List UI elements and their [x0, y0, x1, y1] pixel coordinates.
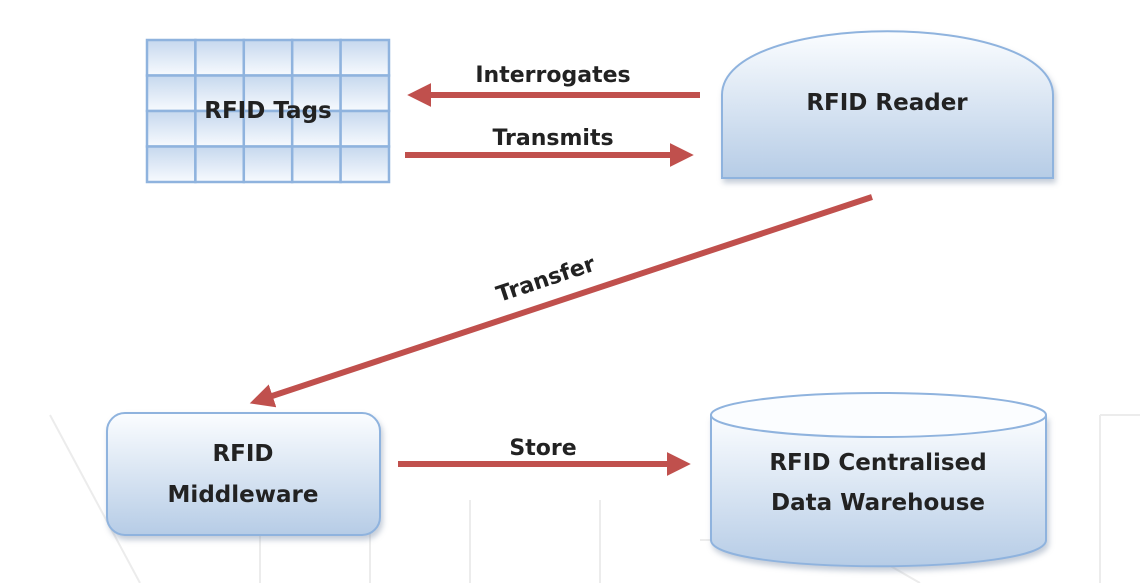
node-rfid-middleware-label-line2: Middleware	[168, 482, 319, 508]
middleware-box-shape	[106, 412, 381, 536]
warehouse-cylinder-body	[710, 415, 1047, 568]
node-rfid-reader-label: RFID Reader	[806, 90, 968, 116]
tag-grid-cell	[145, 38, 197, 77]
reader-dome-shape	[721, 30, 1054, 179]
tag-grid-cell	[339, 109, 391, 148]
tag-grid-cell	[145, 74, 197, 113]
edge-store-label: Store	[509, 436, 576, 461]
tag-grid-cell	[194, 145, 246, 184]
tag-grid-cell	[145, 109, 197, 148]
node-rfid-middleware-label-line1: RFID	[212, 441, 273, 467]
edge-transfer-label: Transfer	[493, 252, 598, 308]
tag-grid-cell	[242, 145, 294, 184]
node-rfid-warehouse: RFID Centralised Data Warehouse	[710, 392, 1047, 568]
tag-grid-cell	[242, 38, 294, 77]
tag-grid-cell	[194, 38, 246, 77]
node-rfid-tags-label: RFID Tags	[204, 98, 331, 124]
tag-grid-cell	[339, 145, 391, 184]
edge-transmits: Transmits	[405, 126, 694, 167]
edge-transfer-arrow	[249, 194, 873, 408]
edge-transmits-label: Transmits	[492, 126, 613, 151]
tag-grid-cell	[290, 145, 342, 184]
node-rfid-middleware: RFID Middleware	[106, 412, 381, 536]
tag-grid-cell	[339, 38, 391, 77]
edge-interrogates: Interrogates	[407, 63, 700, 107]
tags-grid	[145, 38, 391, 184]
edge-interrogates-label: Interrogates	[475, 63, 630, 88]
tag-grid-cell	[290, 38, 342, 77]
tag-grid-cell	[290, 74, 342, 113]
warehouse-cylinder-top	[710, 392, 1047, 438]
node-rfid-warehouse-label-line1: RFID Centralised	[769, 450, 986, 476]
tag-grid-cell	[145, 145, 197, 184]
tag-grid-cell	[339, 74, 391, 113]
tag-grid-cell	[242, 109, 294, 148]
node-rfid-warehouse-label-line2: Data Warehouse	[771, 490, 985, 516]
node-rfid-tags: RFID Tags	[145, 38, 391, 184]
edge-store: Store	[398, 436, 691, 476]
node-rfid-reader: RFID Reader	[721, 30, 1054, 179]
edge-transfer: Transfer	[249, 194, 873, 408]
